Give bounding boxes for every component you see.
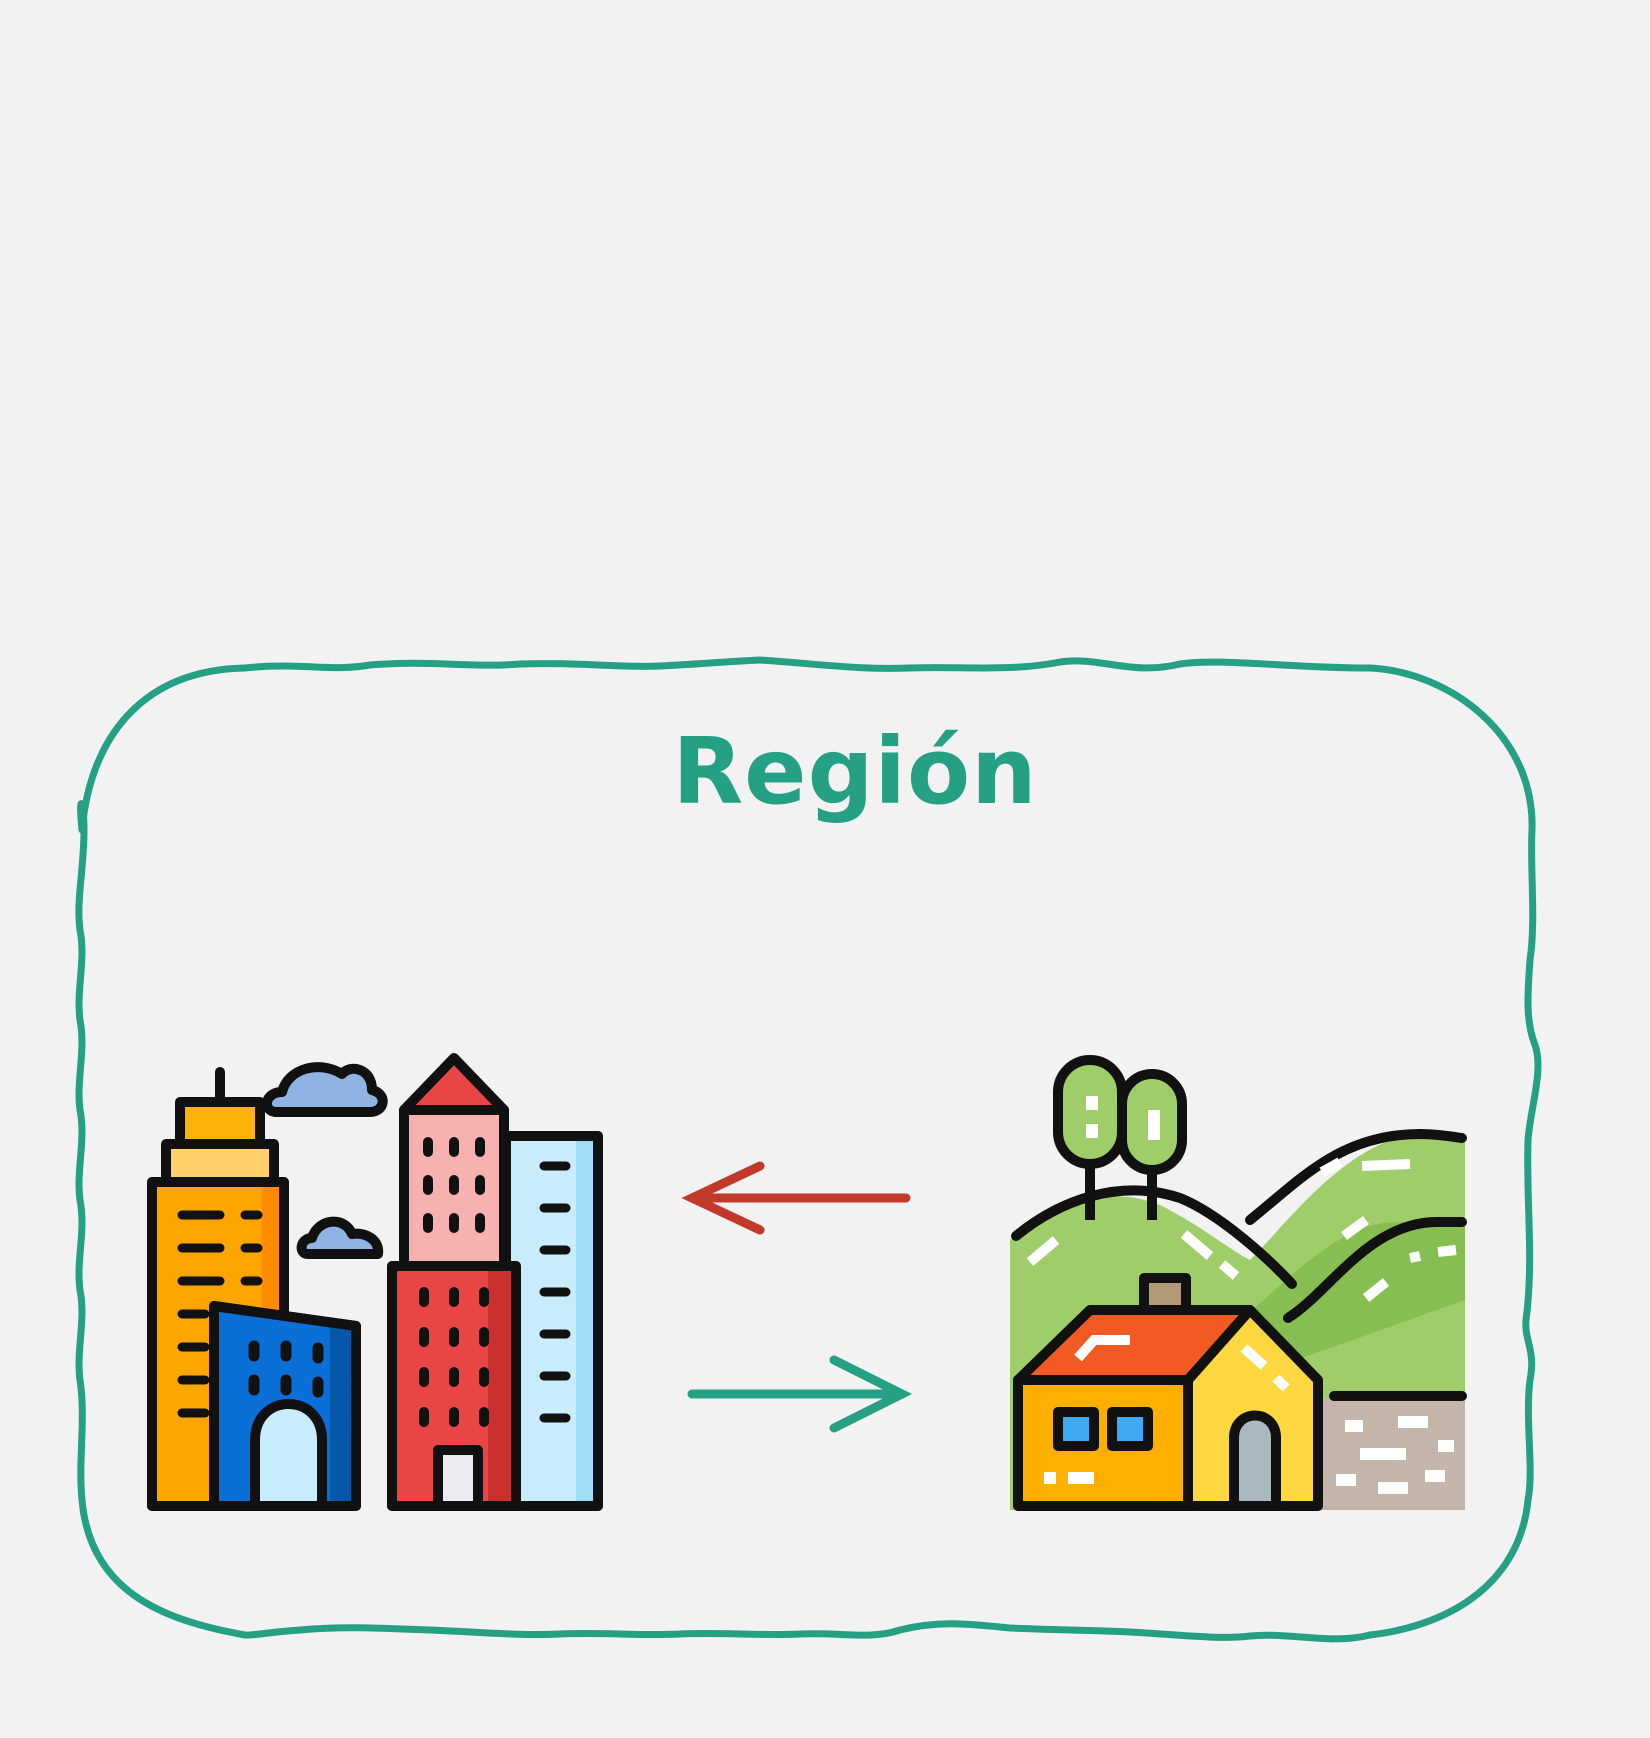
region-frame [75, 656, 1542, 1643]
diagram-title: Región [672, 718, 1038, 825]
arrow-to-city [681, 1161, 911, 1235]
arrow-to-countryside [687, 1355, 913, 1433]
city-buildings-icon [147, 1053, 603, 1511]
countryside-house-icon [1010, 1055, 1467, 1511]
